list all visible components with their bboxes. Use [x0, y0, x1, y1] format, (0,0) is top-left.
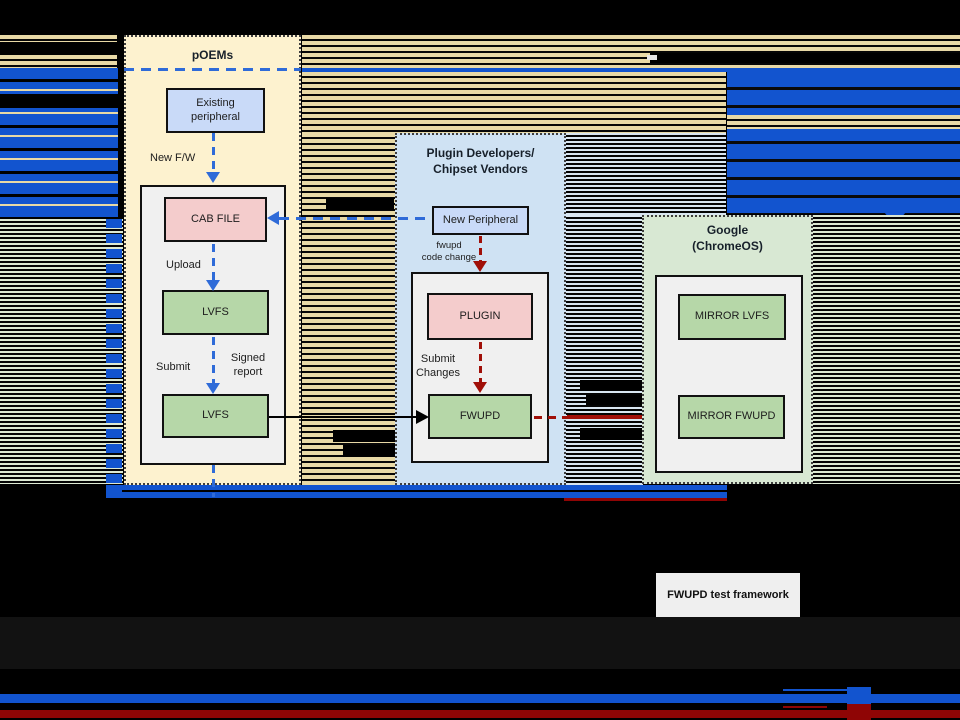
panel-google-title: Google (ChromeOS) [692, 223, 763, 253]
glitch-black-rect [580, 428, 642, 440]
glitch-stripes-mid-tan [302, 72, 726, 133]
label-fwupd-code-change: fwupd code change [421, 240, 477, 264]
node-plugin: PLUGIN [427, 293, 533, 340]
glitch-blue-dash-column [106, 219, 122, 500]
label-signed-report: Signed report [230, 352, 266, 379]
label-new-fw: New F/W [150, 152, 196, 164]
box-fwupd-test-framework: FWUPD test framework [656, 573, 800, 617]
glitch-red-line-under-panels [564, 498, 727, 501]
arrow-new-peripheral-to-cab-head [267, 211, 279, 225]
glitch-stripes-lightblue-column [566, 215, 643, 485]
poems-bottom-dashed-tail [212, 465, 215, 497]
glitch-black-rect [333, 430, 395, 442]
arrow-new-fw-head [206, 172, 220, 183]
arrow-submit-changes-head [473, 382, 487, 393]
glitch-red-thin-line-bottom [783, 706, 827, 708]
node-cab-file: CAB FILE [164, 197, 267, 242]
arrow-submit [212, 337, 215, 385]
poems-top-dashed-line [124, 68, 301, 71]
arrow-upload-head [206, 280, 220, 291]
node-mirror-lvfs: MIRROR LVFS [678, 294, 786, 340]
glitch-black-rect [343, 445, 395, 457]
glitch-blue-bar-under-panels-1 [106, 485, 727, 490]
glitch-stripes-right-blue [727, 72, 960, 214]
footer-red-bar [0, 710, 960, 718]
glitch-stripes-left-green [0, 219, 123, 484]
arrow-fwupd-code-change [479, 236, 482, 263]
arrow-lvfs-to-fwupd-head [416, 410, 429, 424]
glitch-blue-thin-line-bottom [783, 689, 848, 691]
arrow-upload [212, 244, 215, 282]
node-lvfs-lower: LVFS [162, 394, 269, 438]
glitch-stripes-left-blue [0, 68, 118, 219]
glitch-stripes-right-tan-band [727, 115, 960, 129]
glitch-stripes-tan-column [302, 133, 395, 485]
node-mirror-fwupd: MIRROR FWUPD [678, 395, 785, 439]
glitch-stripes-right-green [813, 215, 960, 484]
panel-poems-title: pOEMs [191, 48, 234, 62]
glitch-black-rect [580, 380, 642, 390]
label-submit: Submit [156, 361, 191, 373]
arrow-new-peripheral-to-cab [279, 217, 432, 220]
glitch-blue-line-top [302, 68, 960, 72]
glitch-stripes-mid-lightblue [566, 133, 726, 215]
node-existing-peripheral: Existing peripheral [166, 88, 265, 133]
glitch-darkgray-band [0, 617, 960, 669]
label-submit-changes: Submit Changes [415, 353, 461, 380]
arrow-submit-changes [479, 342, 482, 384]
glitch-black-band-top-right [650, 53, 960, 63]
glitch-stripes-top-left-b [0, 55, 117, 68]
footer-blue-bar [0, 694, 960, 703]
glitch-black-rect [326, 198, 394, 210]
arrow-new-fw [212, 133, 215, 175]
glitch-white-dash [647, 55, 657, 60]
glitch-black-rect [586, 395, 642, 405]
label-upload: Upload [166, 259, 201, 271]
arrow-fwupd-to-mirror-solid-glitch [567, 415, 643, 419]
node-lvfs-upper: LVFS [162, 290, 269, 335]
arrow-lvfs-to-fwupd [269, 416, 418, 418]
glitch-blue-bar-under-panels-2 [106, 492, 727, 498]
glitch-stripes-top-right [302, 35, 960, 68]
node-fwupd: FWUPD [428, 394, 532, 439]
glitch-stripes-top-left-a [0, 35, 117, 42]
arrow-submit-head [206, 383, 220, 394]
arrow-fwupd-code-change-head [473, 261, 487, 272]
panel-plugin-title: Plugin Developers/ Chipset Vendors [426, 146, 535, 176]
glitch-black-band-left [0, 94, 118, 108]
node-new-peripheral: New Peripheral [432, 206, 529, 235]
